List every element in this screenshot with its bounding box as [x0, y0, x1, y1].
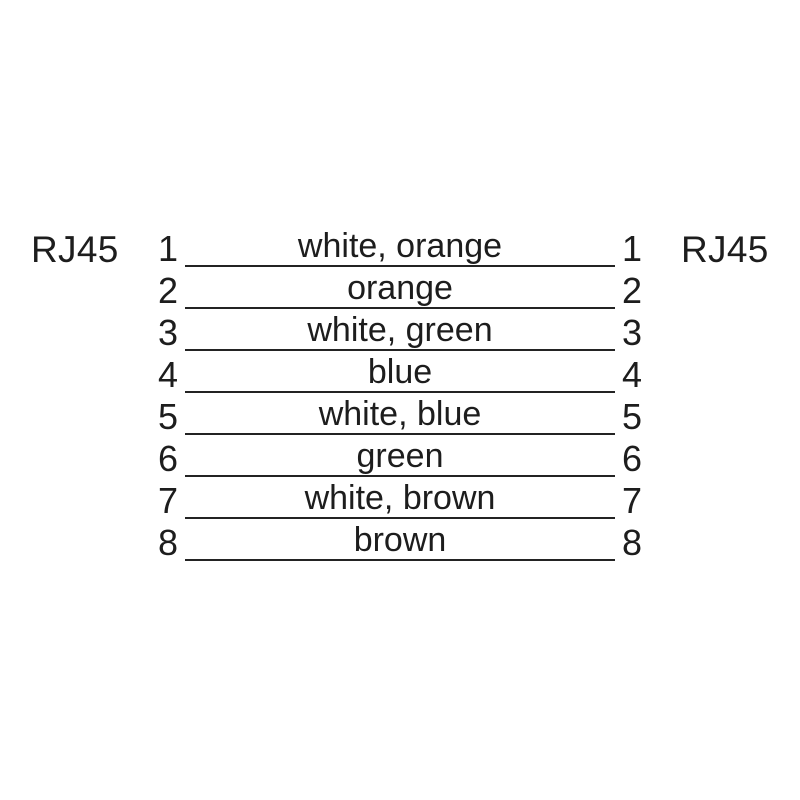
wire-color-label: white, brown: [304, 479, 496, 517]
wire-color-label: white, blue: [318, 395, 482, 433]
pin-number-left: 2: [157, 270, 178, 311]
pin-row: white, blue 5 5: [0, 393, 800, 435]
conductor-line: [185, 349, 615, 351]
pin-number-right: 6: [622, 438, 643, 479]
pin-row: white, green 3 3: [0, 309, 800, 351]
connector-label-left: RJ45: [31, 229, 119, 270]
pin-number-right: 4: [622, 354, 643, 395]
pin-number-left: 4: [157, 354, 178, 395]
pin-row: brown 8 8: [0, 519, 800, 561]
pin-number-right: 5: [622, 396, 643, 437]
pin-number-left: 1: [157, 228, 178, 269]
pin-number-right: 1: [622, 228, 643, 269]
wire-color-label: brown: [353, 521, 447, 559]
pin-number-right: 2: [622, 270, 643, 311]
wire-color-label: blue: [367, 353, 433, 391]
pin-number-left: 3: [157, 312, 178, 353]
conductor-line: [185, 307, 615, 309]
pin-number-left: 5: [157, 396, 178, 437]
conductor-line: [185, 391, 615, 393]
conductor-line: [185, 475, 615, 477]
pin-number-left: 8: [157, 522, 178, 563]
pin-number-right: 3: [622, 312, 643, 353]
wire-color-label: white, green: [307, 311, 493, 349]
conductor-line: [185, 517, 615, 519]
wire-color-label: orange: [347, 269, 453, 307]
connector-label-right: RJ45: [681, 229, 769, 270]
pin-row: white, orange 1 1: [0, 225, 800, 267]
wire-color-label: green: [356, 437, 444, 475]
pin-number-left: 7: [157, 480, 178, 521]
pin-row: white, brown 7 7: [0, 477, 800, 519]
conductor-line: [185, 433, 615, 435]
pin-row: green 6 6: [0, 435, 800, 477]
wire-color-label: white, orange: [297, 227, 503, 265]
pin-row: orange 2 2: [0, 267, 800, 309]
conductor-line: [185, 265, 615, 267]
conductor-line: [185, 559, 615, 561]
pin-number-right: 8: [622, 522, 643, 563]
pin-number-left: 6: [157, 438, 178, 479]
pin-row: blue 4 4: [0, 351, 800, 393]
pin-number-right: 7: [622, 480, 643, 521]
